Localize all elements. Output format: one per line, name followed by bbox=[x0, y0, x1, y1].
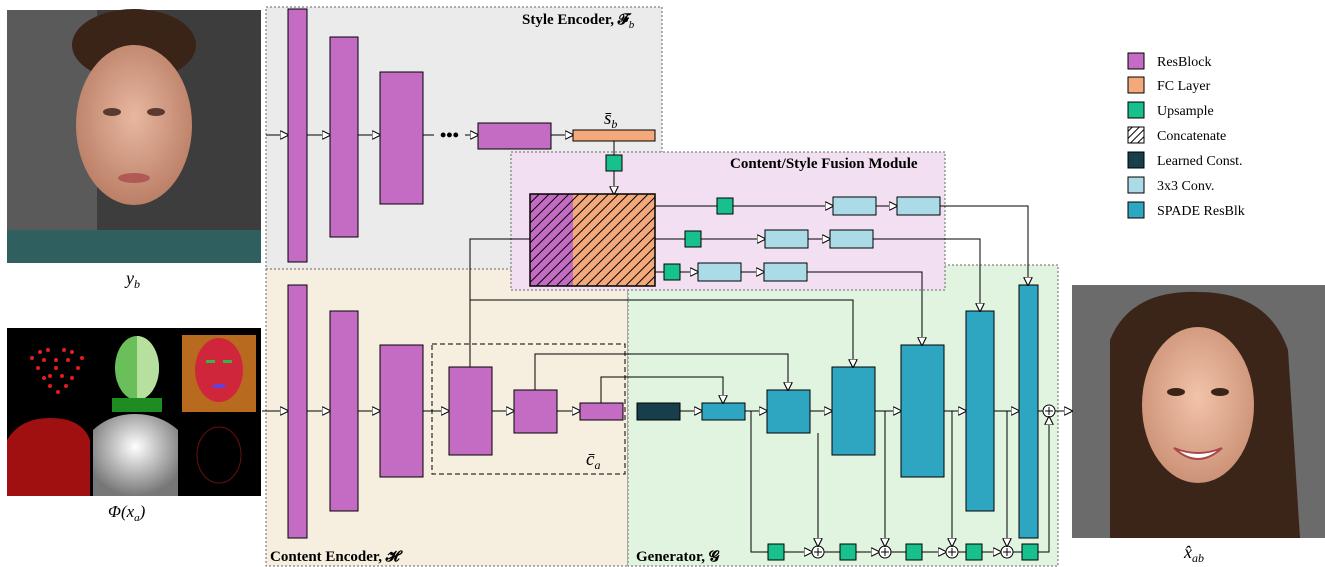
legend-item-conv: 3x3 Conv. bbox=[1127, 176, 1214, 194]
style-image bbox=[7, 9, 261, 263]
legend-item-learned-const: Learned Const. bbox=[1127, 151, 1243, 169]
resblock bbox=[329, 36, 359, 238]
upsample bbox=[965, 543, 983, 561]
conv bbox=[763, 262, 808, 282]
style-encoder-title: Style Encoder, 𝓕b bbox=[522, 12, 635, 31]
content-encoder-blocks: c̄a bbox=[262, 238, 626, 539]
landmarks-map bbox=[30, 348, 84, 394]
fusion-blocks bbox=[529, 193, 941, 287]
spade-resblk bbox=[701, 402, 746, 421]
svg-text:FC Layer: FC Layer bbox=[1157, 79, 1211, 94]
output-image-label: x̂ab bbox=[1183, 542, 1204, 565]
conv bbox=[829, 229, 874, 249]
output-image bbox=[1072, 285, 1325, 538]
fc-layer bbox=[572, 129, 656, 142]
learned-const bbox=[636, 402, 681, 421]
spade-resblk bbox=[965, 310, 995, 512]
resblock bbox=[287, 8, 308, 263]
spade-resblk bbox=[900, 344, 945, 478]
resblock bbox=[329, 310, 359, 512]
plus-circle-icon bbox=[1042, 404, 1056, 418]
upsample bbox=[605, 154, 623, 172]
svg-text:Concatenate: Concatenate bbox=[1157, 129, 1226, 144]
style-image-label: yb bbox=[124, 268, 140, 291]
spade-resblk bbox=[1018, 284, 1039, 539]
svg-text:Learned Const.: Learned Const. bbox=[1157, 154, 1243, 169]
content-code-box bbox=[431, 343, 626, 475]
content-encoder-region bbox=[265, 268, 629, 567]
legend: ResBlock FC Layer Upsample Concatenate L… bbox=[1127, 52, 1245, 219]
upsample bbox=[716, 197, 734, 215]
legend-item-resblock: ResBlock bbox=[1127, 52, 1211, 70]
conv bbox=[832, 196, 877, 216]
style-code-label: s̄b bbox=[604, 108, 617, 131]
resblock bbox=[477, 122, 552, 150]
resblock bbox=[379, 344, 424, 478]
resblock bbox=[513, 389, 558, 434]
concat-hatch bbox=[529, 193, 656, 287]
spade-resblk bbox=[766, 389, 811, 434]
resblock bbox=[287, 284, 308, 539]
fusion-title: Content/Style Fusion Module bbox=[730, 156, 918, 172]
upsample bbox=[905, 543, 923, 561]
conv bbox=[896, 196, 941, 216]
plus-circle-icon bbox=[1000, 545, 1014, 559]
spade-resblk bbox=[831, 366, 876, 456]
resblock bbox=[379, 71, 424, 205]
ellipsis: ••• bbox=[440, 125, 459, 145]
plus-circle-icon bbox=[878, 545, 892, 559]
resblock bbox=[448, 366, 493, 456]
content-encoder-title: Content Encoder, 𝓗 bbox=[270, 549, 404, 565]
plus-circle-icon bbox=[811, 545, 825, 559]
upsample bbox=[767, 543, 785, 561]
upsample bbox=[839, 543, 857, 561]
svg-text:SPADE ResBlk: SPADE ResBlk bbox=[1157, 204, 1245, 219]
upsample bbox=[1021, 543, 1039, 561]
content-maps-label: Φ(xa) bbox=[108, 502, 146, 524]
upsample bbox=[684, 230, 702, 248]
legend-item-concatenate: Concatenate bbox=[1127, 126, 1226, 144]
resblock bbox=[579, 402, 624, 421]
svg-text:ResBlock: ResBlock bbox=[1157, 55, 1211, 70]
generator-blocks bbox=[469, 205, 1072, 561]
content-code-label: c̄a bbox=[586, 449, 600, 472]
upsample bbox=[663, 263, 681, 281]
svg-text:Upsample: Upsample bbox=[1157, 104, 1214, 119]
conv bbox=[764, 229, 809, 249]
generator-title: Generator, 𝓖 bbox=[636, 549, 720, 565]
conv bbox=[697, 262, 742, 282]
legend-item-fc: FC Layer bbox=[1127, 76, 1211, 94]
style-encoder-blocks: ••• s̄b bbox=[266, 8, 656, 263]
legend-item-spade: SPADE ResBlk bbox=[1127, 201, 1245, 219]
plus-circle-icon bbox=[945, 545, 959, 559]
content-maps bbox=[7, 328, 261, 496]
svg-text:3x3 Conv.: 3x3 Conv. bbox=[1157, 179, 1214, 194]
legend-item-upsample: Upsample bbox=[1127, 101, 1214, 119]
